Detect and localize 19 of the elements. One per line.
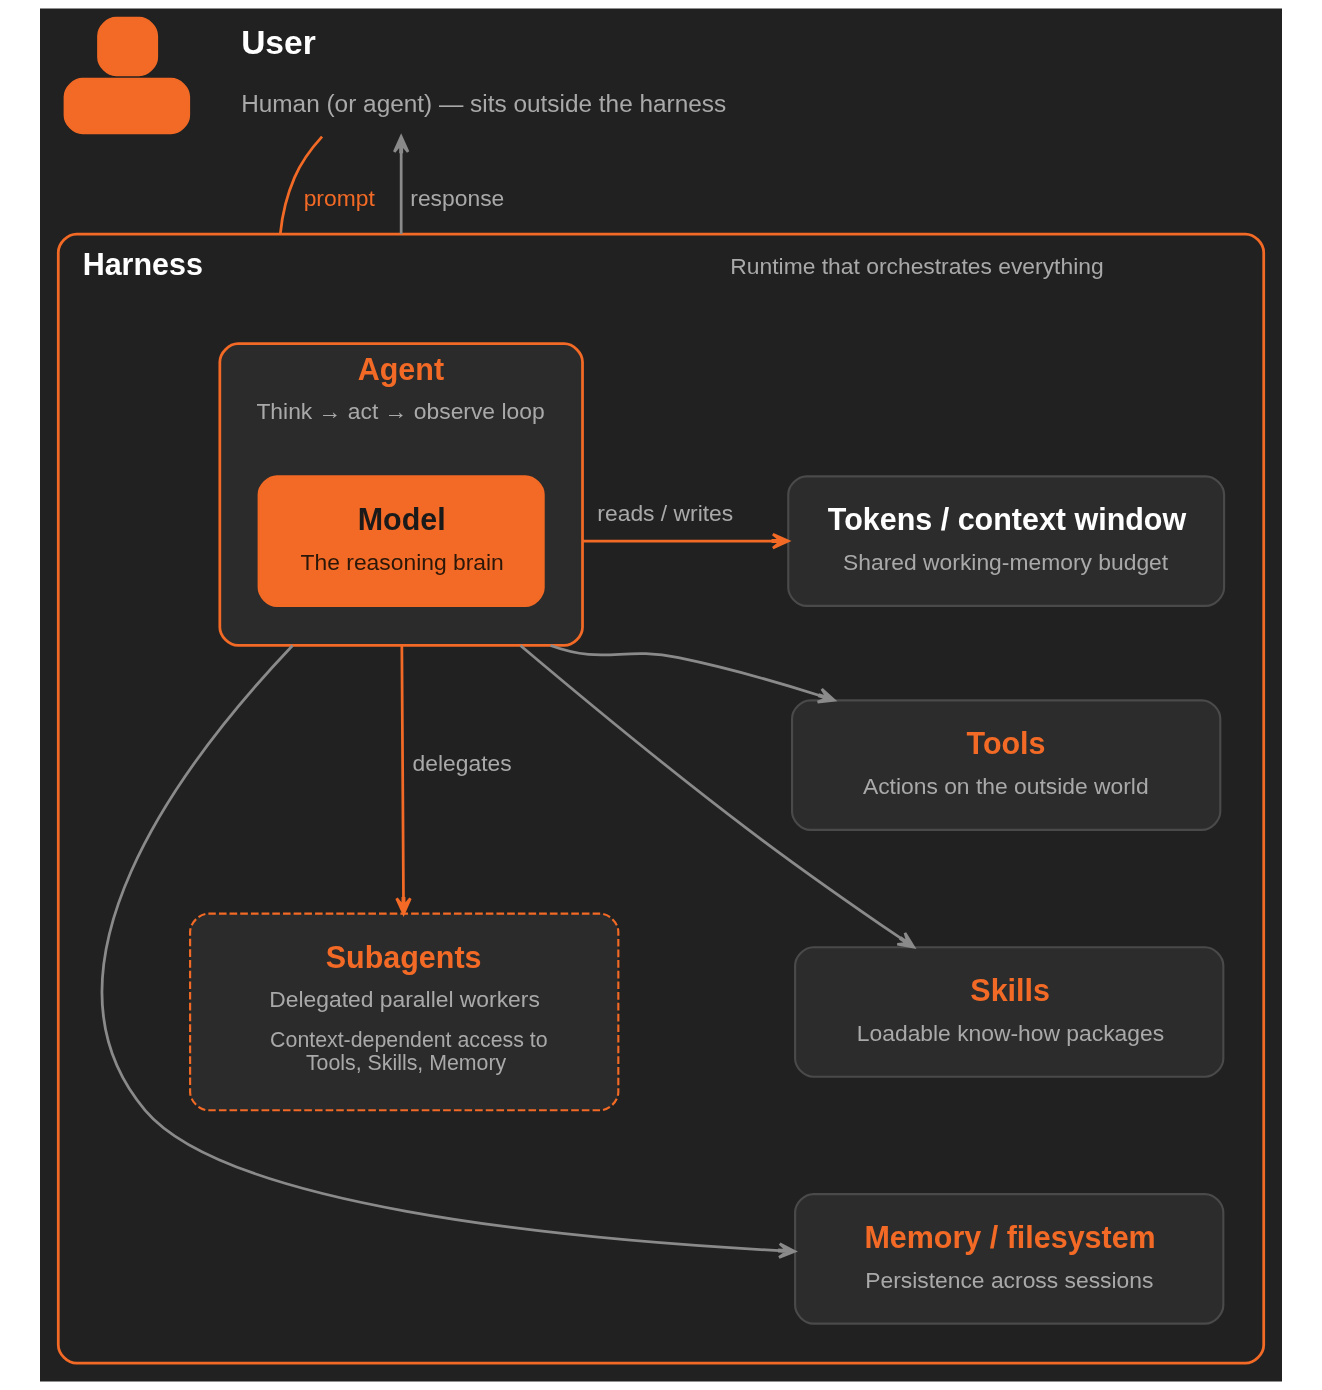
edge-label: reads / writes <box>597 499 734 526</box>
node-box: Memory / filesystem Persistence across sessions <box>794 1193 1225 1325</box>
arrow <box>101 644 796 1259</box>
node-box: Skills Loadable know-how packages <box>794 946 1225 1078</box>
edge-label: delegates <box>412 750 512 777</box>
arrow <box>582 532 790 550</box>
arrow <box>519 644 916 949</box>
node-box: Subagents Delegated parallel workers Context-dependent access to Tools, Skills, Memory <box>189 912 620 1112</box>
edge-label: response <box>410 184 505 211</box>
node-label: User <box>241 23 316 61</box>
edge-label: prompt <box>303 184 375 211</box>
node-box: Tokens / context window Shared working-memory budget <box>787 475 1226 607</box>
arrow <box>550 644 836 704</box>
node-box: Tools Actions on the outside world <box>791 699 1222 831</box>
connector <box>278 135 324 235</box>
node-box: Model The reasoning brain <box>257 475 545 607</box>
arrow <box>392 135 410 234</box>
node-label: Human (or agent) — sits outside the harness <box>241 89 727 117</box>
arrow <box>395 645 412 916</box>
